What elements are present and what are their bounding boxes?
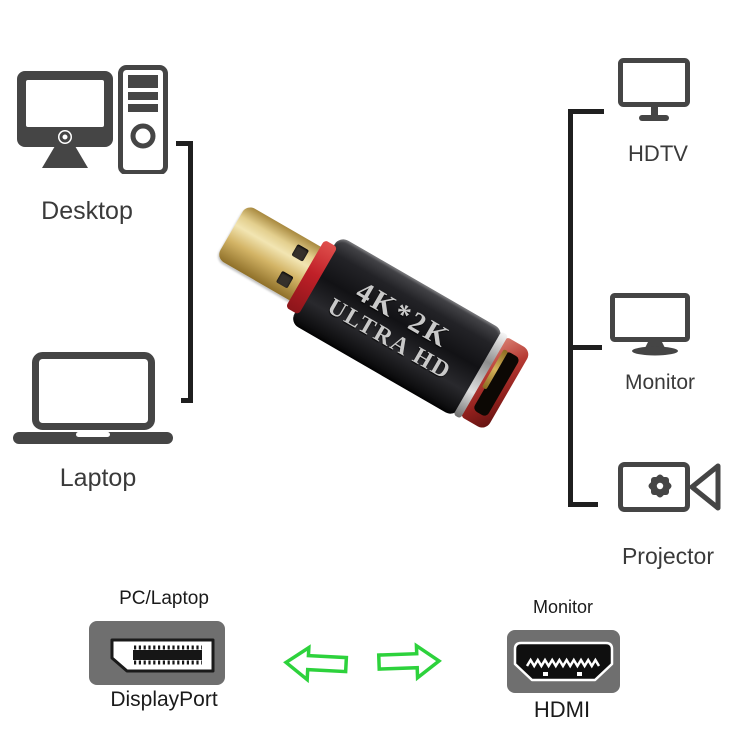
display-bracket-tick-monitor — [571, 345, 602, 350]
arrow-right-icon — [376, 642, 442, 682]
displayport-label: DisplayPort — [110, 688, 218, 711]
display-bracket-tick-projector — [571, 502, 598, 507]
hdmi-socket-icon — [507, 630, 620, 693]
plug-latch-hole — [291, 243, 310, 262]
source-bracket-tick-bottom — [181, 398, 193, 403]
projector-icon — [618, 462, 721, 512]
tv-icon — [618, 58, 690, 121]
bottom-monitor-label: Monitor — [532, 597, 594, 617]
hdmi-label: HDMI — [533, 697, 591, 722]
dp-to-hdmi-adapter-photo: 4K*2K ULTRA HD — [206, 188, 533, 435]
laptop-label: Laptop — [59, 464, 137, 492]
display-bracket-line — [568, 109, 573, 507]
hdtv-label: HDTV — [628, 141, 688, 166]
desktop-label: Desktop — [41, 197, 133, 225]
arrow-left-icon — [283, 644, 349, 684]
source-bracket-line — [188, 141, 193, 403]
plug-latch-hole — [275, 270, 294, 289]
bidirectional-arrows — [283, 642, 442, 684]
pc-laptop-label: PC/Laptop — [119, 588, 209, 609]
source-bracket-tick-top — [176, 141, 193, 146]
displayport-socket-icon — [89, 621, 225, 685]
display-bracket-tick-hdtv — [571, 109, 604, 114]
gear-glyph — [648, 474, 672, 498]
monitor-icon — [610, 293, 690, 356]
projector-label: Projector — [621, 543, 715, 569]
desktop-computer-icon — [17, 65, 168, 174]
monitor-label: Monitor — [624, 371, 696, 394]
laptop-icon — [13, 352, 173, 444]
